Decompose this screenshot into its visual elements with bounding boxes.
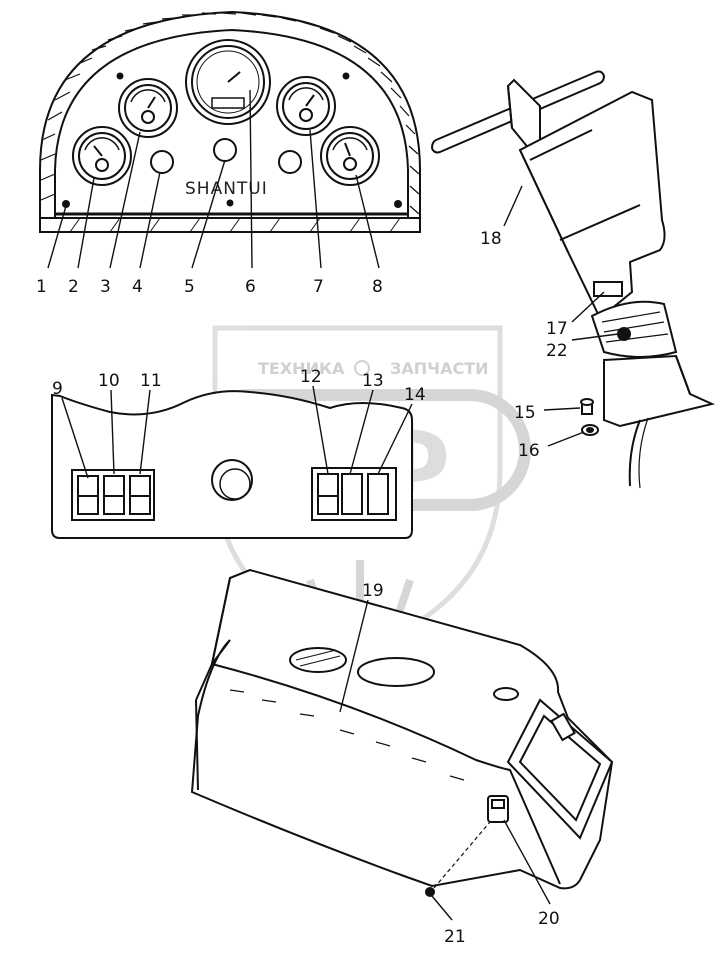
gauge-voltmeter — [276, 76, 336, 136]
instrument-panel — [39, 10, 421, 233]
watermark-left-word: ТЕХНИКА — [258, 359, 345, 378]
callout-20: 20 — [538, 909, 560, 929]
callout-14: 14 — [404, 385, 426, 405]
screw-21 — [425, 887, 435, 897]
callout-1: 1 — [36, 277, 47, 297]
panel-brand: SHANTUI — [185, 179, 268, 199]
housing-hatching — [40, 12, 420, 215]
switch-panel — [51, 390, 413, 539]
callout-7: 7 — [313, 277, 324, 297]
callout-17: 17 — [546, 319, 568, 339]
column-base — [603, 354, 716, 428]
callout-13: 13 — [362, 371, 384, 391]
leaders-panel — [47, 89, 380, 269]
steering-column — [430, 70, 716, 489]
dash-console — [190, 568, 614, 897]
watermark-right-word: ЗАПЧАСТИ — [390, 359, 489, 378]
column-housing — [518, 90, 666, 320]
indicator-lamp-left — [150, 150, 174, 174]
callout-6: 6 — [245, 277, 256, 297]
ignition-knob — [211, 459, 253, 501]
callout-10: 10 — [98, 371, 120, 391]
switch-13 — [341, 473, 363, 515]
strip-hatching — [69, 217, 401, 233]
gauge-temperature — [72, 126, 132, 186]
leaders-column — [503, 185, 619, 447]
callout-18: 18 — [480, 229, 502, 249]
callout-4: 4 — [132, 277, 143, 297]
console-hole-left — [289, 647, 347, 673]
callout-3: 3 — [100, 277, 111, 297]
gauge-oil-pressure — [118, 78, 178, 138]
callout-labels: 1 2 3 4 5 6 7 8 9 10 11 12 13 14 15 16 1… — [36, 229, 568, 947]
callout-2: 2 — [68, 277, 79, 297]
callout-22: 22 — [546, 341, 568, 361]
callout-21: 21 — [444, 927, 466, 947]
leaders-switch — [61, 385, 413, 479]
column-label-plate — [593, 281, 623, 297]
gauge-tachometer — [185, 39, 271, 125]
watermark-gear-icon — [354, 360, 370, 376]
callout-8: 8 — [372, 277, 383, 297]
callout-15: 15 — [514, 403, 536, 423]
callout-12: 12 — [300, 367, 322, 387]
console-hole-right — [357, 657, 435, 687]
callout-9: 9 — [52, 379, 63, 399]
gauge-fuel — [320, 126, 380, 186]
callout-11: 11 — [140, 371, 162, 391]
callout-19: 19 — [362, 581, 384, 601]
callout-5: 5 — [184, 277, 195, 297]
leaders-console — [339, 599, 551, 921]
callout-16: 16 — [518, 441, 540, 461]
indicator-lamp-right — [278, 150, 302, 174]
